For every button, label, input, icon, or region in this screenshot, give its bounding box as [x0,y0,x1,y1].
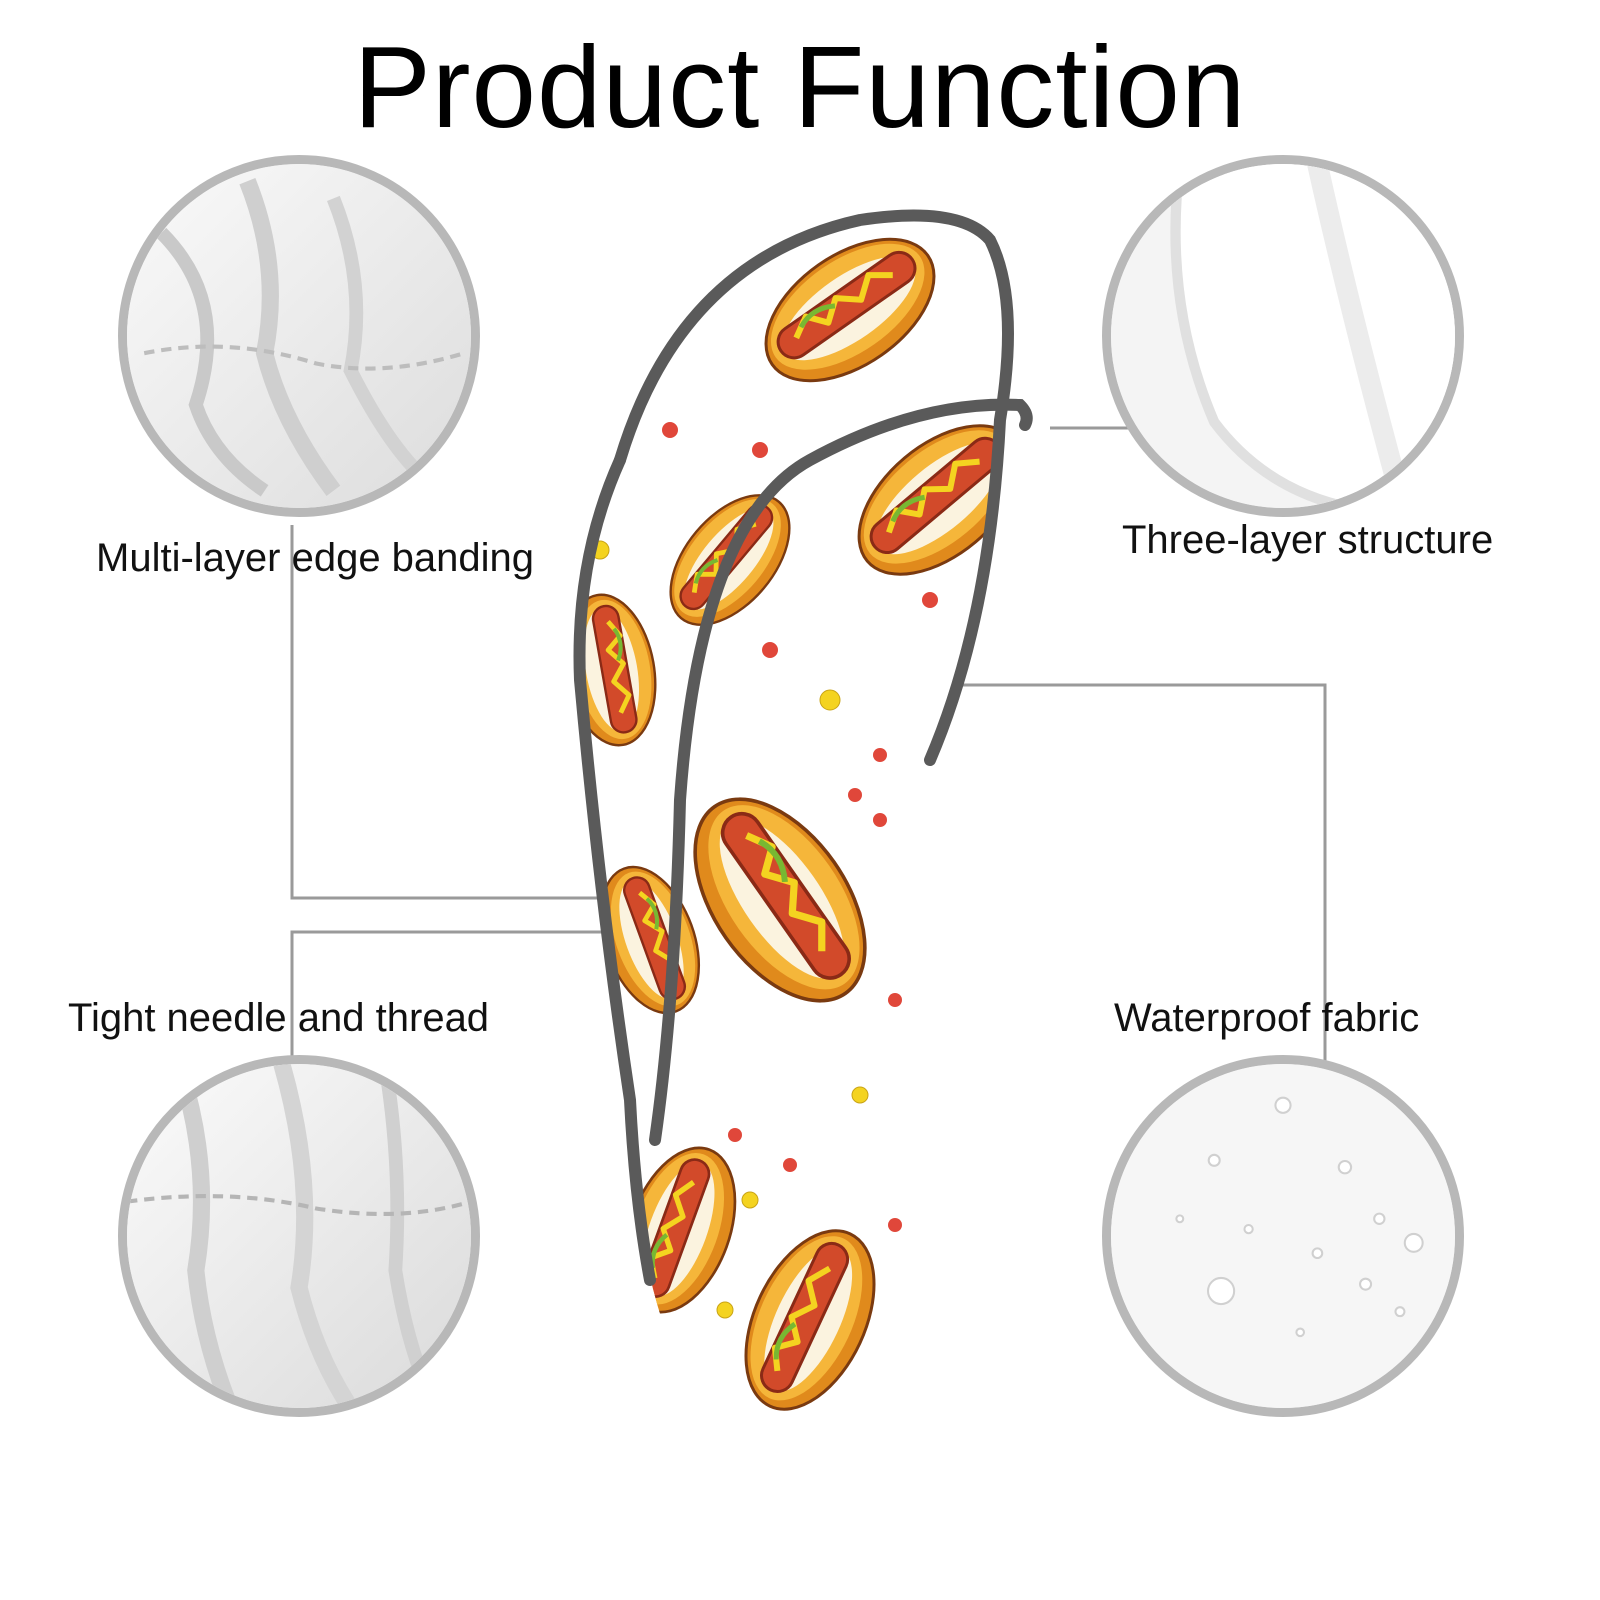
feature-label-edge-banding: Multi-layer edge banding [96,536,535,580]
detail-circle-three-layer [1102,155,1464,517]
fabric-wrinkle-detail-image [127,164,471,508]
hotdog-headcover-product-image [573,209,1033,1417]
layered-edge-detail-image [1111,164,1455,508]
feature-label-three-layer: Three-layer structure [1122,518,1494,562]
page-title: Product Function [353,22,1247,152]
feature-label-stitch: Tight needle and thread [68,996,490,1040]
detail-circle-waterproof [1102,1055,1464,1417]
water-droplets-detail-image [1111,1064,1455,1408]
detail-circle-edge-banding [118,155,480,517]
feature-label-waterproof: Waterproof fabric [1114,996,1420,1040]
stitch-detail-image [127,1064,471,1408]
detail-circle-stitch [118,1055,480,1417]
